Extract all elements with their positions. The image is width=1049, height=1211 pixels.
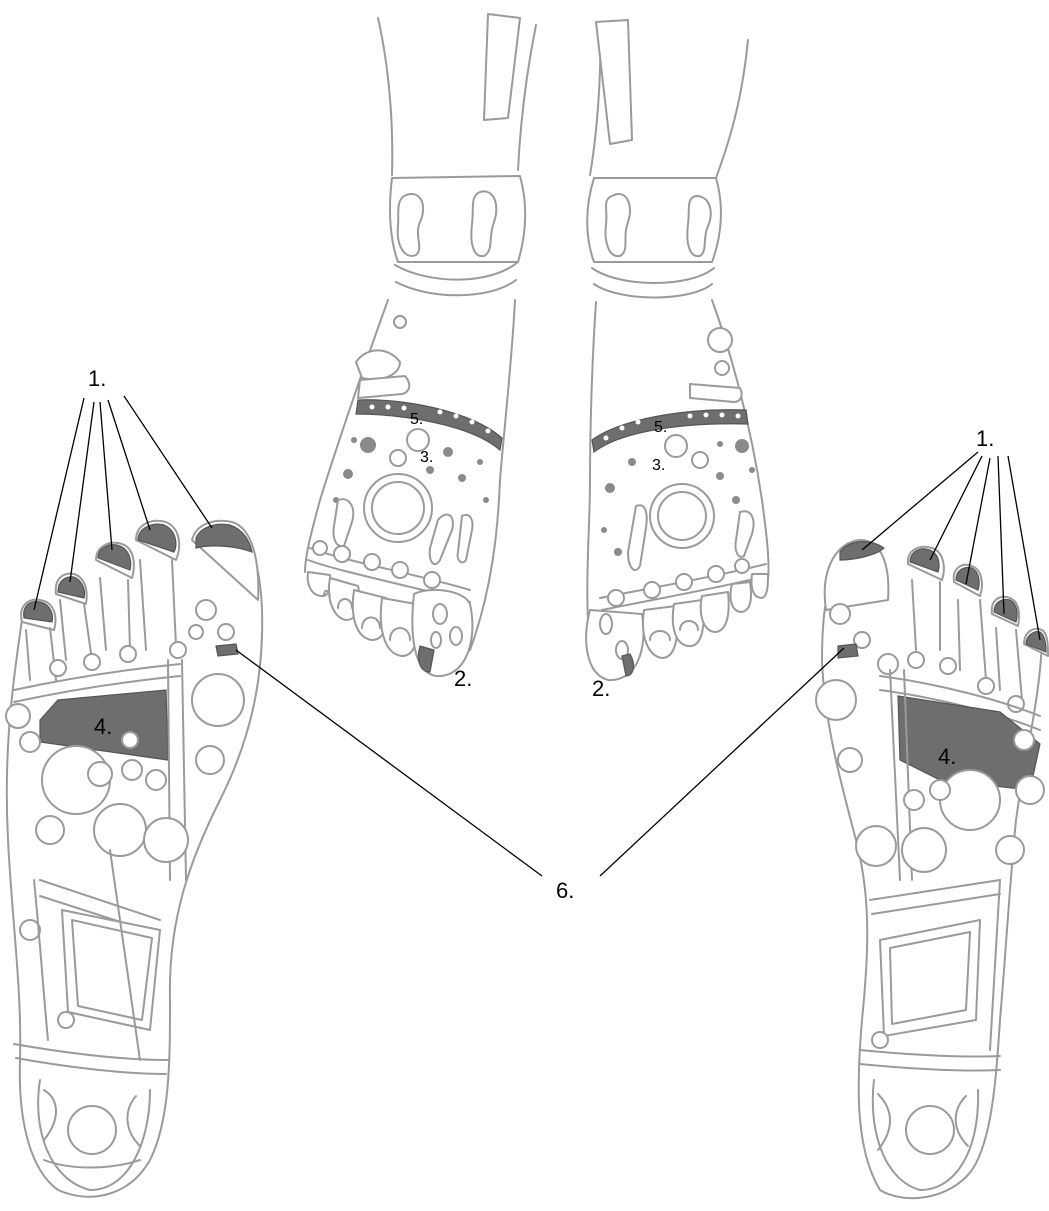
dorsal-foot-left: [305, 14, 536, 676]
sole-left: [6, 521, 262, 1197]
label-1-right: 1.: [976, 426, 994, 451]
label-4-left: 4.: [94, 714, 112, 739]
label-5-right: 5.: [654, 419, 667, 436]
label-3-right: 3.: [652, 457, 665, 474]
label-2-right: 2.: [592, 676, 610, 701]
label-1-left: 1.: [88, 366, 106, 391]
dorsal-foot-right: [586, 20, 768, 680]
label-5-left: 5.: [410, 411, 423, 428]
label-4-right: 4.: [938, 744, 956, 769]
label-3-left: 3.: [420, 449, 433, 466]
label-6: 6.: [556, 878, 574, 903]
sole-right: [816, 540, 1048, 1198]
label-2-left: 2.: [454, 666, 472, 691]
